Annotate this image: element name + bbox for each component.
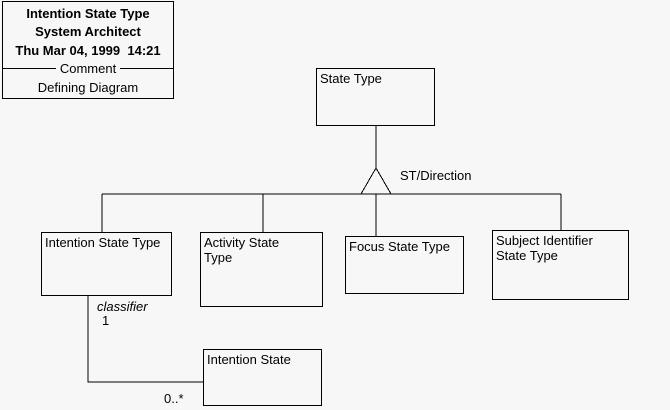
generalization-triangle-icon — [360, 166, 392, 195]
target-multiplicity-label: 0..* — [164, 391, 184, 406]
comment-divider-label: Comment — [59, 61, 117, 76]
diagram-timestamp: Thu Mar 04, 1999 14:21 — [15, 42, 161, 58]
node-label: Focus State Type — [349, 239, 450, 254]
node-activity-state-type[interactable]: Activity State Type — [200, 232, 323, 307]
source-multiplicity-label: 1 — [102, 313, 110, 328]
node-label: Intention State Type — [45, 235, 161, 250]
diagram-title-block: Intention State Type System Architect Th… — [2, 1, 174, 99]
diagram-name: Intention State Type — [26, 5, 150, 21]
diagram-comment: Defining Diagram — [37, 79, 139, 95]
tool-name: System Architect — [35, 24, 141, 39]
divider-rule-left — [3, 68, 56, 69]
generalization-label: ST/Direction — [400, 168, 472, 183]
node-label: State Type — [320, 71, 382, 86]
node-state-type[interactable]: State Type — [316, 68, 435, 126]
node-intention-state-type[interactable]: Intention State Type — [41, 232, 172, 296]
node-label: Intention State — [207, 352, 291, 367]
node-focus-state-type[interactable]: Focus State Type — [345, 236, 464, 294]
node-intention-state[interactable]: Intention State — [203, 349, 322, 406]
association-role-label: classifier — [97, 299, 148, 314]
comment-divider: Comment — [3, 61, 174, 76]
node-label: Activity State Type — [204, 235, 280, 265]
divider-rule-right — [120, 68, 174, 69]
node-subject-identifier-state-type[interactable]: Subject Identifier State Type — [492, 230, 629, 300]
node-label: Subject Identifier State Type — [496, 233, 593, 263]
